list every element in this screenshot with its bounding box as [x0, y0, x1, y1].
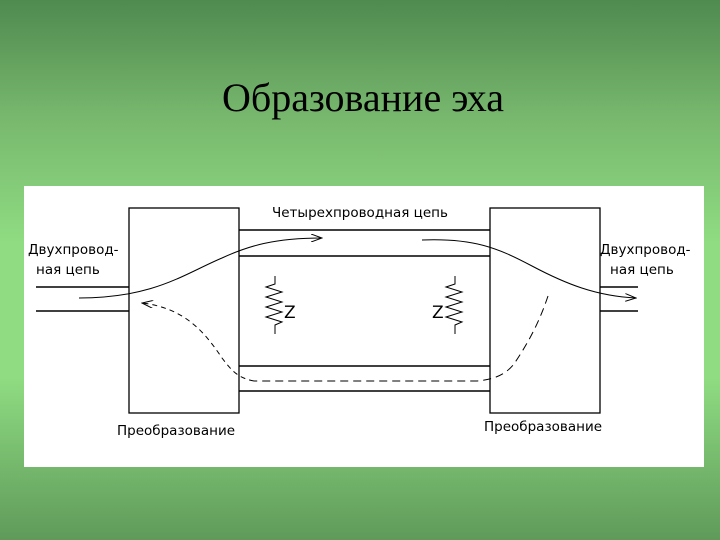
echo-diagram-svg: Четырехпроводная цепь Двухпровод- ная це…: [28, 205, 691, 439]
converter-right-label: Преобразование: [484, 419, 602, 435]
converter-left-label: Преобразование: [117, 423, 235, 439]
right-two-wire-label-line2: ная цепь: [610, 262, 674, 278]
converter-block-right: [489, 207, 601, 414]
right-two-wire-label-line1: Двухпровод-: [600, 242, 691, 258]
signal-path-forward-right: [421, 239, 636, 298]
converter-block-left: [128, 207, 240, 414]
slide-title: Образование эха: [221, 75, 505, 120]
echo-path-right: [254, 295, 549, 382]
echo-path-left: [142, 303, 255, 382]
signal-path-forward-left: [78, 238, 322, 299]
impedance-label-right: Z: [432, 303, 444, 323]
echo-diagram: Четырехпроводная цепь Двухпровод- ная це…: [24, 186, 704, 467]
impedance-resistor-left: [264, 276, 284, 334]
impedance-label-left: Z: [284, 303, 296, 323]
left-two-wire-label-line1: Двухпровод-: [28, 242, 119, 258]
left-two-wire-label-line2: ная цепь: [36, 262, 100, 278]
impedance-resistor-right: [444, 276, 464, 334]
four-wire-label: Четырехпроводная цепь: [272, 205, 448, 221]
